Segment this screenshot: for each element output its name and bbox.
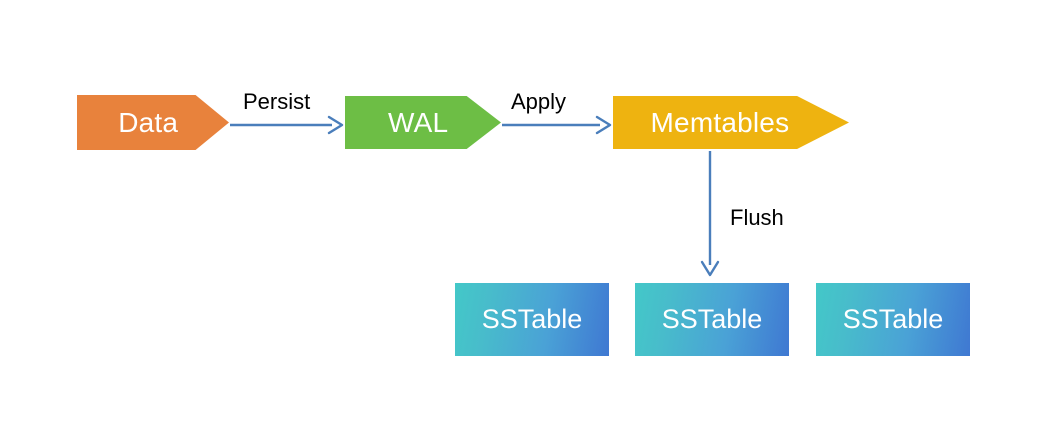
node-data-label: Data xyxy=(118,106,179,138)
edge-label-apply: Apply xyxy=(511,89,567,114)
arrow-apply xyxy=(502,115,612,135)
arrow-flush-head xyxy=(700,260,720,277)
arrow-apply-head xyxy=(595,115,612,135)
node-sstable-1-label: SSTable xyxy=(481,304,583,334)
node-memtables[interactable]: Memtables xyxy=(613,96,849,149)
node-sstable-3-label: SSTable xyxy=(842,304,944,334)
node-wal-label: WAL xyxy=(388,106,449,138)
node-data[interactable]: Data xyxy=(77,95,229,150)
edge-label-persist: Persist xyxy=(243,89,311,114)
node-sstable-1[interactable]: SSTable xyxy=(455,283,609,356)
arrow-persist-head xyxy=(327,115,344,135)
edge-label-flush: Flush xyxy=(730,205,784,230)
node-sstable-3[interactable]: SSTable xyxy=(816,283,970,356)
arrow-flush xyxy=(700,151,720,277)
arrow-persist xyxy=(230,115,344,135)
node-sstable-2[interactable]: SSTable xyxy=(635,283,789,356)
node-wal[interactable]: WAL xyxy=(345,96,501,149)
node-sstable-2-label: SSTable xyxy=(661,304,763,334)
node-memtables-label: Memtables xyxy=(650,106,790,138)
